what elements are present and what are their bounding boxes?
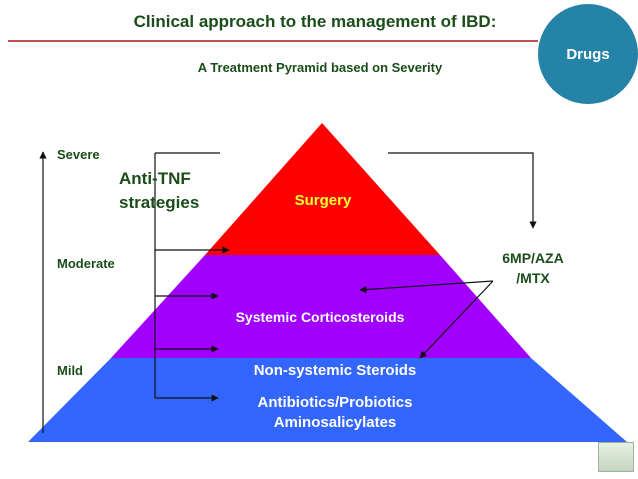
page-subtitle: A Treatment Pyramid based on Severity [197, 60, 443, 75]
pyramid-tier-top [205, 123, 440, 255]
arrow-immuno-to-corticosteroids [359, 280, 494, 294]
immunomodulators-line1: 6MP/AZA [502, 250, 564, 266]
severity-mild: Mild [57, 363, 83, 378]
title-divider [8, 40, 538, 42]
tier-antibiotics: Antibiotics/Probiotics [257, 394, 413, 411]
drugs-badge: Drugs [538, 4, 638, 104]
tier-bottom-drugs: Antibiotics/Probiotics Aminosalicylates [180, 393, 490, 433]
drugs-badge-label: Drugs [566, 45, 610, 63]
severity-severe: Severe [57, 147, 100, 162]
arrow-immuno-to-non-systemic [419, 280, 494, 359]
severity-moderate: Moderate [57, 256, 115, 271]
page-title: Clinical approach to the management of I… [133, 12, 497, 31]
tier-non-systemic-steroids: Non-systemic Steroids [253, 362, 417, 379]
anti-tnf-line2: strategies [119, 193, 200, 212]
immunomodulators-label: 6MP/AZA /MTX [488, 248, 578, 288]
connector-to-immunomodulators [388, 152, 537, 229]
pyramid-tier-middle [111, 255, 531, 358]
immunomodulators-line2: /MTX [516, 270, 550, 286]
anti-tnf-label: Anti-TNF strategies [119, 167, 199, 215]
pyramid-tier-bottom [28, 358, 627, 442]
tier-surgery: Surgery [294, 192, 352, 209]
tier-corticosteroids: Systemic Corticosteroids [235, 309, 405, 325]
tier-aminosalicylates: Aminosalicylates [273, 414, 397, 431]
logo-icon [598, 442, 634, 472]
anti-tnf-line1: Anti-TNF [119, 169, 191, 188]
